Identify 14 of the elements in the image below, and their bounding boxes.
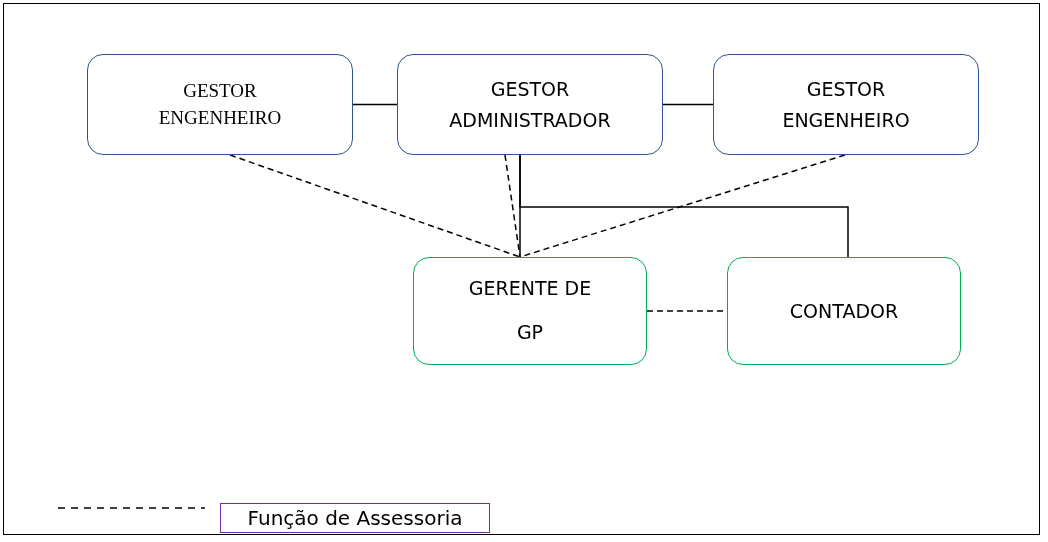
connector-line [229, 154, 521, 258]
org-box [713, 54, 979, 155]
role-label: GESTOR ADMINISTRADOR [448, 77, 612, 133]
role-label: CONTADOR [788, 298, 900, 324]
role-label: GERENTE DE GP [467, 276, 593, 345]
org-box [413, 257, 647, 365]
legend-label: Função de Assessoria [220, 503, 490, 533]
org-box [87, 54, 353, 155]
role-label: GESTOR ENGENHEIRO [781, 77, 911, 133]
org-box [397, 54, 663, 155]
org-box [727, 257, 961, 365]
connector-line [662, 103, 714, 106]
role-label: GESTOR ENGENHEIRO [157, 78, 283, 130]
connector-line [352, 103, 398, 106]
